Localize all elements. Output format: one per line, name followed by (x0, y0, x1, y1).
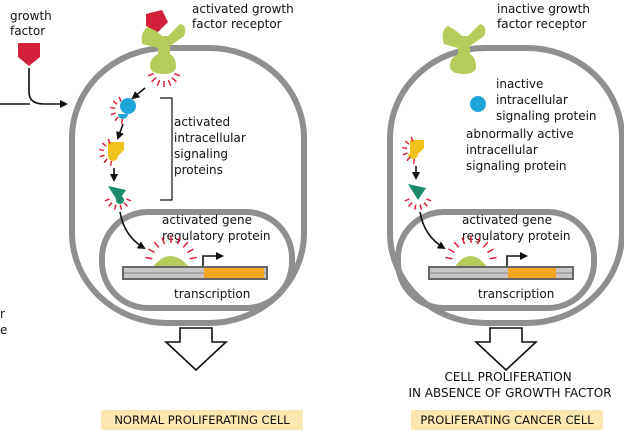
gene-protein-right-burst (445, 236, 497, 260)
abnormal-protein-burst (402, 136, 416, 164)
transcription-label: transcription (174, 287, 250, 301)
left-nucleus (99, 209, 295, 311)
cascade-arrow-1 (131, 87, 146, 100)
right-caption: PROLIFERATING CANCER CELL (420, 413, 594, 427)
inactive-protein-icon (470, 96, 486, 112)
left-cell-membrane (69, 45, 307, 326)
activated-receptor-label: activated growth factor receptor (192, 2, 298, 31)
left-caption-box (101, 410, 303, 430)
transcription-start-arrow-right (506, 252, 528, 266)
blue-protein-burst (110, 96, 124, 124)
binding-arrow (28, 68, 68, 108)
signaling-proteins-label: activated intracellular signaling protei… (174, 115, 250, 177)
cascade-arrow-2 (116, 123, 124, 140)
transcription-start-arrow (202, 252, 224, 266)
green-protein-right-icon (408, 184, 426, 200)
left-output-arrow (163, 327, 229, 372)
edge-fragment-1: r (0, 307, 5, 321)
transcription-label-right: transcription (478, 287, 554, 301)
green-protein-icon (108, 186, 126, 204)
right-cell-membrane (387, 45, 624, 326)
inactive-receptor-label: inactive growth factor receptor (497, 2, 594, 31)
gene-protein-burst (145, 236, 197, 260)
nucleus-entry-arrow (119, 211, 146, 250)
nucleus-entry-arrow-right (419, 211, 446, 250)
blue-protein-icon (118, 98, 136, 119)
right-output-arrow (473, 327, 539, 372)
dna-strand-right (428, 266, 574, 280)
gene-protein-label: activated gene regulatory protein (162, 213, 271, 243)
growth-factor-icon (18, 43, 40, 66)
inactive-protein-label: inactive intracellular signaling protein (496, 77, 597, 123)
right-panel: inactive growth factor receptor inactive… (387, 2, 624, 430)
green-protein-burst (104, 198, 132, 210)
activated-receptor-icon (141, 10, 186, 74)
gene-regulatory-protein-right-icon (454, 256, 488, 268)
receptor-activation-burst (147, 73, 181, 87)
left-caption: NORMAL PROLIFERATING CELL (114, 413, 290, 427)
inactive-receptor-icon (442, 24, 486, 74)
right-caption-box (411, 410, 603, 430)
result-label: CELL PROLIFERATION IN ABSENCE OF GROWTH … (408, 370, 611, 400)
abnormal-protein-label: abnormally active intracellular signalin… (466, 127, 578, 173)
edge-fragment-2: e (0, 323, 7, 337)
right-nucleus (395, 209, 597, 311)
yellow-protein-icon (108, 142, 124, 161)
green-protein-right-burst (404, 198, 432, 210)
growth-factor-label: growth factor (10, 9, 56, 38)
yellow-protein-burst (99, 138, 113, 166)
left-panel: growth factor activated growth factor re… (0, 2, 307, 430)
gene-regulatory-protein-icon (152, 256, 190, 268)
dna-strand (122, 266, 268, 280)
gene-protein-label-right: activated gene regulatory protein (462, 213, 571, 243)
abnormal-protein-icon (408, 140, 424, 159)
signaling-bracket (160, 97, 173, 201)
